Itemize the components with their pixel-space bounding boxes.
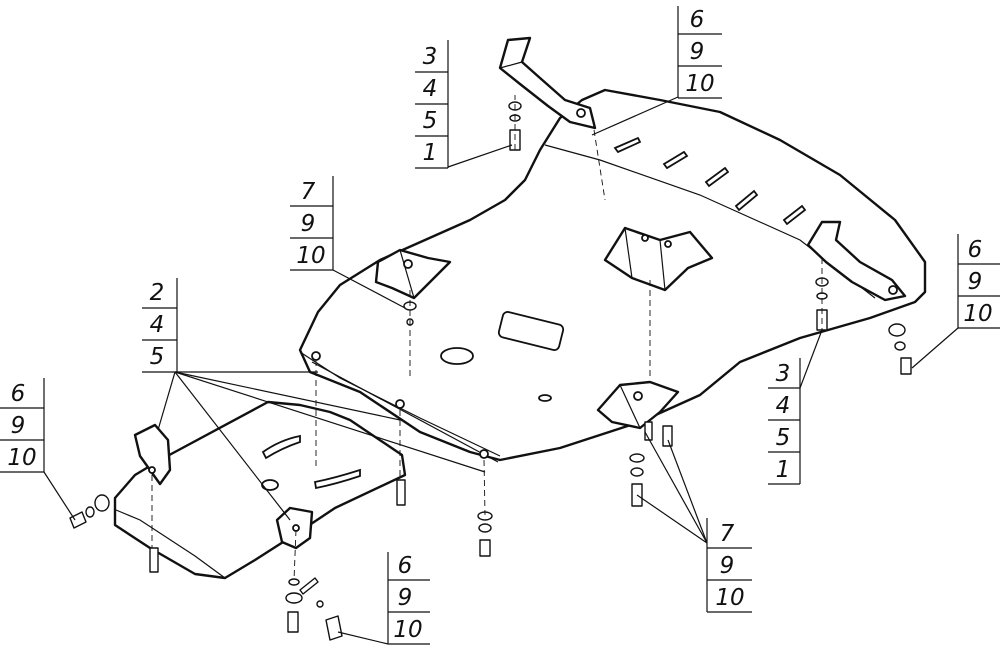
right-mount-arm — [806, 220, 907, 302]
callout-label: 9 — [11, 413, 26, 439]
callout-label: 1 — [776, 457, 791, 483]
callout-label: 7 — [301, 179, 316, 205]
callout-label: 3 — [776, 361, 791, 387]
callout-label: 9 — [690, 39, 705, 65]
callout-stack-right: 6 9 10 — [957, 234, 1000, 329]
top-left-mount-arm — [498, 36, 597, 130]
callout-label: 10 — [715, 585, 744, 611]
front-skid-plate — [113, 400, 407, 580]
callout-stack-bottom-right: 7 9 10 — [706, 518, 752, 613]
callout-label: 9 — [968, 269, 983, 295]
front-plate-bracket-left — [133, 423, 172, 486]
callout-label: 9 — [301, 211, 316, 237]
callout-stack-right-mid: 3 4 5 1 — [768, 358, 801, 485]
callout-label: 5 — [776, 425, 791, 451]
leader-lines — [43, 96, 959, 645]
callout-label: 7 — [720, 521, 735, 547]
callout-label: 10 — [963, 301, 992, 327]
callout-stack-far-left: 6 9 10 — [0, 378, 45, 473]
front-plate-bracket-bottom — [275, 506, 314, 550]
callout-stack-left-mid: 2 4 5 — [142, 278, 178, 373]
callout-stack-center-left: 7 9 10 — [290, 176, 334, 271]
callout-label: 4 — [423, 76, 438, 102]
service-hatch — [497, 311, 565, 351]
callout-label: 6 — [398, 553, 413, 579]
callout-label: 2 — [150, 280, 165, 306]
center-bracket-rear — [603, 226, 714, 292]
drain-hole — [440, 347, 474, 365]
callout-label: 9 — [720, 553, 735, 579]
callout-label: 10 — [7, 445, 36, 471]
callout-stack-top-right: 6 9 10 — [677, 6, 722, 99]
callout-stack-left-top: 3 4 5 1 — [415, 40, 449, 169]
callout-label: 6 — [690, 7, 705, 33]
callout-stack-bottom-center: 6 9 10 — [387, 552, 430, 645]
callout-label: 4 — [776, 393, 791, 419]
callout-label: 10 — [296, 243, 325, 269]
callout-label: 10 — [685, 71, 714, 97]
callout-label: 4 — [150, 312, 165, 338]
callout-label: 1 — [423, 140, 438, 166]
main-skid-plate — [298, 88, 927, 463]
callout-label: 9 — [398, 585, 413, 611]
vent-slots — [613, 136, 807, 226]
callout-label: 10 — [393, 617, 422, 643]
left-bracket — [374, 248, 452, 300]
callout-label: 6 — [11, 381, 26, 407]
callout-label: 3 — [423, 44, 438, 70]
front-lower-bracket — [596, 380, 680, 430]
callout-label: 5 — [423, 108, 438, 134]
callout-label: 5 — [150, 344, 165, 370]
fasteners — [69, 101, 912, 641]
callout-label: 6 — [968, 237, 983, 263]
